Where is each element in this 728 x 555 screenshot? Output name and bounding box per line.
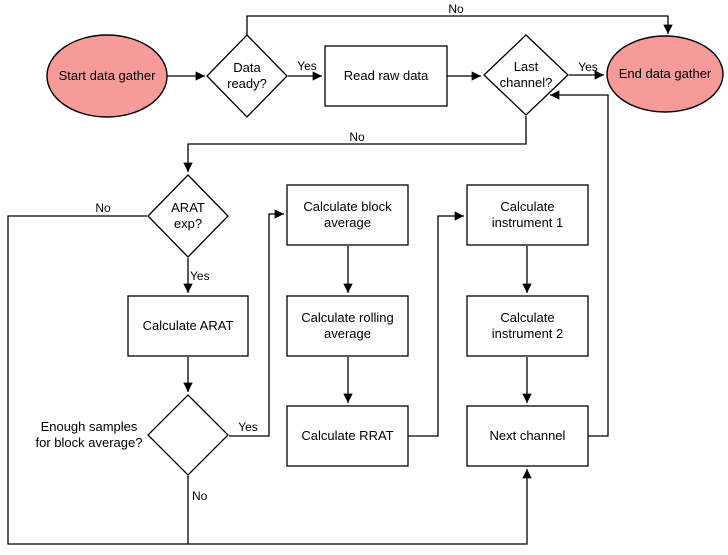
node-data-ready-shape	[206, 34, 288, 118]
node-next-channel-shape	[466, 405, 589, 467]
node-start-shape	[46, 34, 168, 118]
edge-arat-no-to-next-channel	[7, 215, 532, 545]
node-read-raw-shape	[324, 45, 448, 107]
node-enough-samples-shape	[147, 394, 229, 476]
edge-rrat-to-instrument1	[408, 211, 464, 437]
node-arat-exp-shape	[147, 174, 229, 258]
edge-next-channel-to-last-channel	[550, 90, 609, 437]
node-last-channel-shape	[483, 34, 569, 116]
node-calc-block-shape	[286, 184, 409, 246]
node-calc-instrument2-shape	[466, 295, 589, 357]
node-calc-rolling-shape	[286, 295, 409, 357]
edge-data-ready-no-to-end	[246, 15, 673, 35]
node-calc-instrument1-shape	[466, 184, 589, 246]
node-end-shape	[606, 35, 724, 113]
node-calc-arat-shape	[127, 295, 249, 357]
edge-last-channel-no-to-arat	[183, 116, 527, 172]
node-calc-rrat-shape	[286, 405, 409, 467]
edge-enough-yes-to-block	[229, 209, 284, 437]
